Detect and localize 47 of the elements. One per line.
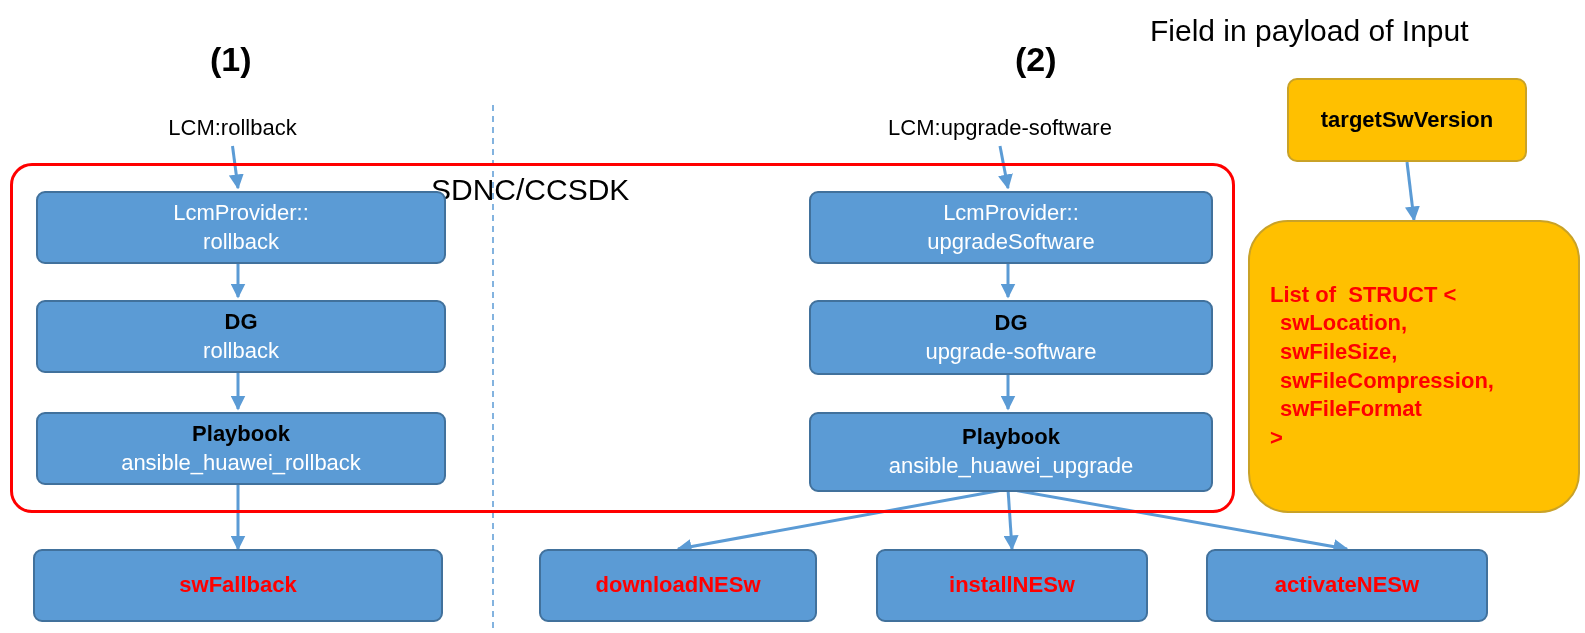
box-text: DG [224,307,258,336]
command-text: LCM:rollback [168,113,297,142]
arrow [230,370,246,411]
process-box [36,412,446,485]
structure-text: swLocation, [1279,309,1408,338]
arrow [1000,372,1016,411]
arrow [1404,161,1420,222]
process-box [809,300,1213,375]
operation-name: activateNESw [1274,571,1420,600]
structure-text: swFileSize, [1279,337,1398,366]
box-text: Playbook [192,419,290,448]
box-text: rollback [203,336,279,365]
box-text: DG [994,308,1028,337]
process-box [36,300,446,373]
box-text: LcmProvider:: rollback [173,198,309,256]
output-box [1206,549,1488,622]
heading-text: Field in payload of Input [1150,14,1469,48]
section-number: (2) [1015,40,1057,79]
box-text: ansible_huawei_rollback [121,448,361,477]
output-box [539,549,817,622]
process-box [809,191,1213,264]
structure-text: List of STRUCT < [1270,280,1457,309]
field-name: targetSwVersion [1320,105,1494,134]
box-text: ansible_huawei_upgrade [888,452,1134,480]
output-box [33,549,443,622]
arrow [230,261,246,299]
box-text: Playbook [962,423,1060,452]
arrow [230,482,246,551]
arrow [228,145,244,190]
group-title: SDNC/CCSDK [431,172,630,208]
structure-box [1248,220,1580,513]
field-box [1287,78,1527,162]
structure-text: swFileCompression, [1279,366,1494,395]
operation-name: installNESw [949,571,1075,600]
group-container [10,163,1235,513]
operation-name: downloadNESw [595,571,761,600]
output-box [876,549,1148,622]
structure-text: swFileFormat [1279,395,1422,424]
operation-name: swFallback [179,571,297,600]
structure-text: > [1270,423,1283,452]
arrow [1000,261,1016,299]
process-box [809,412,1213,492]
command-text: LCM:upgrade-software [888,113,1112,142]
box-text: upgrade-software [925,337,1097,366]
arrow [998,145,1013,190]
box-text: LcmProvider:: upgradeSoftware [927,198,1095,256]
section-number: (1) [210,40,252,79]
